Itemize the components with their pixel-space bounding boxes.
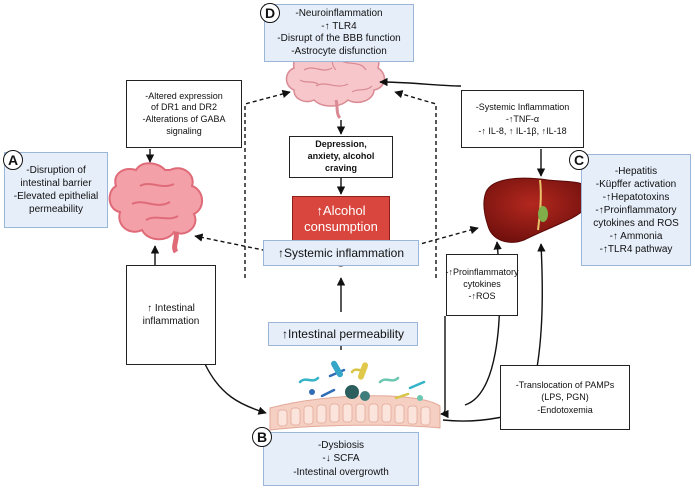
sysmid-line-1: ↑Systemic inflammation	[277, 246, 405, 260]
pamps-box: -Translocation of PAMPs (LPS, PGN) -Endo…	[500, 365, 630, 430]
neuro-line-1: -Neuroinflammation	[295, 8, 383, 19]
dep-line-3: craving	[324, 162, 357, 173]
sys-line-1: -Systemic Inflammation	[475, 101, 570, 112]
perm-line-1: ↑Intestinal permeability	[281, 327, 405, 341]
neuro-line-4: -Astrocyte disfunction	[291, 45, 387, 57]
liver-icon	[483, 177, 592, 243]
neuroinflammation-box: -Neuroinflammation -↑ TLR4 -Disrupt of t…	[264, 4, 414, 62]
intestinal-permeability-box: ↑Intestinal permeability	[268, 322, 418, 346]
pamps-line-3: -Endotoxemia	[537, 404, 593, 415]
systemic-inflammation-box: -Systemic Inflammation -↑TNF-α -↑ IL-8, …	[461, 90, 584, 148]
c-line-3: -↑Hepatotoxins	[602, 191, 670, 203]
intestinal-inflammation-box: ↑ Intestinal inflammation	[126, 265, 216, 365]
c-line-7: -↑TLR4 pathway	[599, 243, 673, 255]
depression-box: Depression, anxiety, alcohol craving	[289, 136, 393, 178]
dep-line-1: Depression,	[315, 139, 367, 150]
b-line-1: -Dysbiosis	[317, 439, 365, 451]
cyt-line-2: cytokines	[463, 279, 501, 290]
alcohol-line-1: ↑Alcohol	[316, 202, 366, 218]
infl-line-1: ↑ Intestinal	[147, 303, 195, 314]
dr-line-4: signaling	[166, 125, 202, 136]
dr-line-1: -Altered expression	[145, 90, 223, 101]
b-line-2: -↓ SCFA	[322, 453, 360, 465]
sys-line-2: -↑TNF-α	[505, 113, 540, 124]
dysbiosis-box: -Dysbiosis -↓ SCFA -Intestinal overgrowt…	[263, 432, 419, 486]
alcohol-consumption-box: ↑Alcohol consumption	[292, 196, 390, 242]
systemic-inflammation-mid-box: ↑Systemic inflammation	[263, 240, 419, 266]
a-line-4: permeability	[29, 204, 83, 215]
c-line-4: -↑Proinflammatory	[595, 204, 677, 216]
liver-effects-box: -Hepatitis -Küpffer activation -↑Hepatot…	[581, 154, 691, 266]
proinflammatory-cytokines-box: -↑Proinflammatory cytokines -↑ROS	[445, 254, 519, 316]
a-line-3: -Elevated epithelial	[13, 191, 99, 202]
alcohol-line-2: consumption	[304, 219, 378, 234]
c-line-2: -Küpffer activation	[595, 178, 677, 190]
label-c-badge: C	[569, 150, 589, 170]
sys-line-3: -↑ IL-8, ↑ IL-1β, ↑IL-18	[478, 126, 567, 137]
c-line-5: cytokines and ROS	[593, 217, 679, 229]
gut-microbiota-icon	[269, 360, 441, 431]
a-line-1: -Disruption of	[26, 165, 86, 176]
cyt-line-3: -↑ROS	[468, 290, 496, 301]
b-line-3: -Intestinal overgrowth	[293, 466, 389, 478]
neuro-line-3: -Disrupt of the BBB function	[277, 33, 401, 44]
neuro-line-2: -↑ TLR4	[321, 20, 357, 32]
infl-line-2: inflammation	[142, 316, 200, 327]
a-line-2: intestinal barrier	[20, 178, 92, 189]
cyt-line-1: -↑Proinflammatory	[445, 267, 519, 278]
label-a-badge: A	[3, 150, 23, 170]
dr-line-3: -Alterations of GABA	[142, 114, 226, 124]
dep-line-2: anxiety, alcohol	[307, 151, 375, 162]
intestine-icon	[108, 162, 203, 254]
label-b-badge: B	[252, 427, 272, 447]
dopamine-gaba-box: -Altered expression of DR1 and DR2 -Alte…	[126, 80, 242, 148]
dr-line-2: of DR1 and DR2	[150, 102, 218, 113]
pamps-line-1: -Translocation of PAMPs	[515, 380, 615, 391]
pamps-line-2: (LPS, PGN)	[541, 392, 589, 403]
c-line-6: -↑ Ammonia	[609, 230, 663, 242]
c-line-1: -Hepatitis	[614, 165, 658, 177]
label-d-badge: D	[260, 3, 280, 23]
